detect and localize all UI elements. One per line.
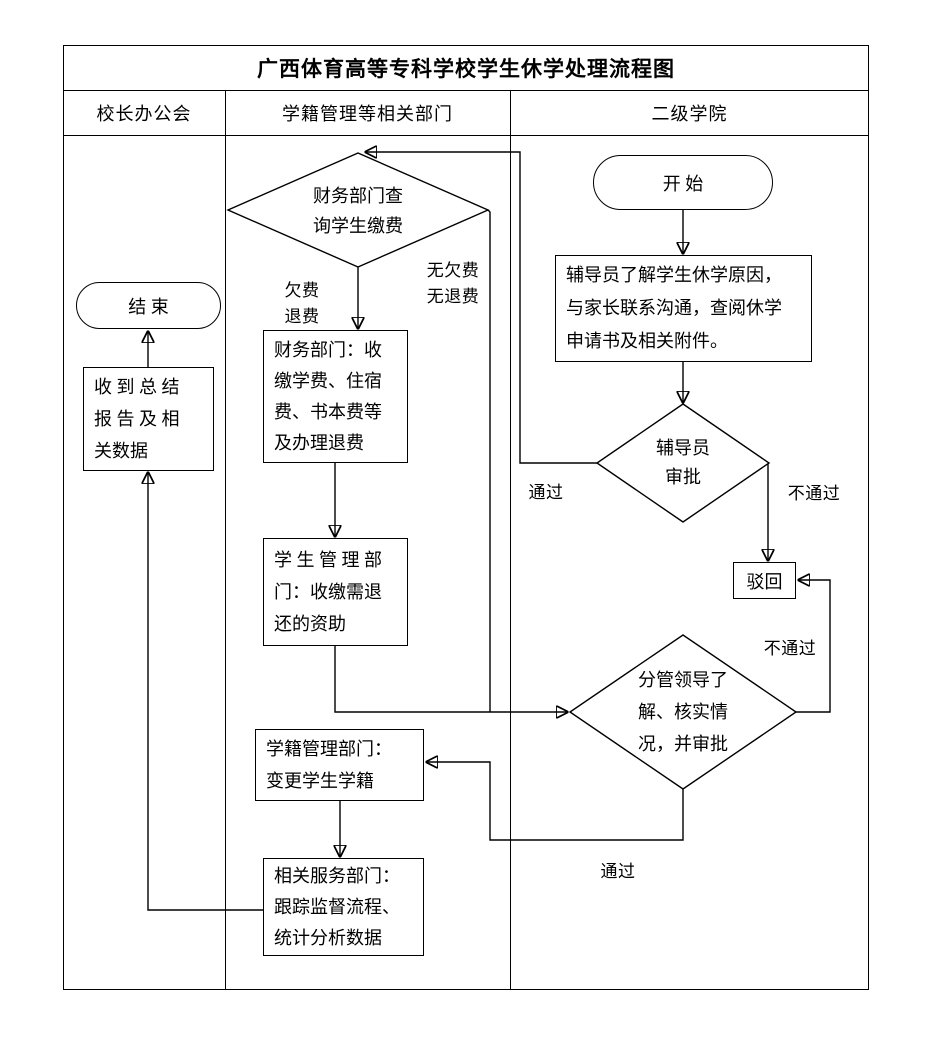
text-line: 退费 bbox=[284, 307, 320, 326]
edge-label-counselor-pass: 通过 bbox=[528, 483, 564, 502]
reject-label: 驳回 bbox=[746, 571, 783, 592]
edge-label-owe-fee: 欠费 退费 bbox=[272, 278, 332, 330]
diagram-outer-border bbox=[63, 45, 869, 990]
lane-header-president-office: 校长办公会 bbox=[96, 103, 192, 124]
end-label: 结 束 bbox=[128, 296, 169, 317]
edge-no-owe-fee-merge bbox=[487, 209, 491, 712]
edge-leader-fail-to-reject bbox=[796, 580, 831, 713]
finance-collect-step: 财务部门：收 缴学费、住宿 费、书本费等 及办理退费 bbox=[263, 330, 408, 463]
lane-header-secondary-college: 二级学院 bbox=[651, 103, 728, 124]
lane-divider-right bbox=[510, 90, 511, 990]
text-line: 跟踪监督流程、 bbox=[274, 896, 400, 917]
text-line: 缴学费、住宿 bbox=[274, 370, 382, 391]
edge-service-track-to-summary-report bbox=[148, 472, 263, 911]
summary-report-step: 收 到 总 结 报 告 及 相 关数据 bbox=[83, 367, 214, 471]
text-line: 变更学生学籍 bbox=[266, 771, 374, 791]
text-line: 还的资助 bbox=[274, 614, 346, 634]
end-terminator: 结 束 bbox=[76, 282, 221, 329]
page-title: 广西体育高等专科学校学生休学处理流程图 bbox=[257, 56, 675, 81]
text-line: 无退费 bbox=[426, 287, 480, 306]
start-terminator: 开 始 bbox=[593, 155, 773, 210]
text-line: 门：收缴需退 bbox=[274, 582, 382, 602]
student-aid-collect-step: 学 生 管 理 部 门：收缴需退 还的资助 bbox=[263, 538, 408, 646]
text-line: 报 告 及 相 bbox=[94, 409, 180, 429]
text-line: 及办理退费 bbox=[274, 432, 364, 453]
text-line: 欠费 bbox=[284, 281, 320, 300]
edge-label-leader-fail: 不通过 bbox=[763, 639, 817, 658]
text-line: 申请书及相关附件。 bbox=[566, 331, 728, 351]
text-line: 无欠费 bbox=[426, 261, 480, 280]
text-line: 统计分析数据 bbox=[274, 927, 382, 948]
reject-step: 驳回 bbox=[733, 562, 796, 599]
edge-counselor-pass-to-finance-check bbox=[365, 152, 597, 464]
text-line: 学 生 管 理 部 bbox=[274, 550, 382, 570]
text-line: 收 到 总 结 bbox=[94, 377, 180, 397]
lane-divider-left bbox=[225, 90, 226, 990]
counselor-review-step: 辅导员了解学生休学原因， 与家长联系沟通，查阅休学 申请书及相关附件。 bbox=[555, 255, 812, 362]
edge-leader-pass-to-registry-change bbox=[426, 762, 684, 841]
service-track-step: 相关服务部门： 跟踪监督流程、 统计分析数据 bbox=[263, 858, 424, 956]
text-line: 学籍管理部门： bbox=[266, 739, 392, 759]
text-line: 与家长联系沟通，查阅休学 bbox=[566, 298, 782, 318]
text-line: 辅导员了解学生休学原因， bbox=[566, 265, 782, 285]
text-line: 相关服务部门： bbox=[274, 865, 400, 886]
text-line: 费、书本费等 bbox=[274, 401, 382, 422]
counselor-approval-diamond bbox=[595, 403, 771, 523]
header-separator-line bbox=[63, 135, 869, 136]
start-label: 开 始 bbox=[662, 173, 704, 194]
lane-header-registry-departments: 学籍管理等相关部门 bbox=[282, 103, 453, 124]
edge-label-leader-pass: 通过 bbox=[600, 862, 636, 881]
registry-change-step: 学籍管理部门： 变更学生学籍 bbox=[255, 729, 424, 801]
text-line: 关数据 bbox=[94, 441, 148, 461]
edge-label-no-owe-fee: 无欠费 无退费 bbox=[422, 258, 484, 310]
title-separator-line bbox=[63, 90, 869, 91]
edge-label-counselor-fail: 不通过 bbox=[787, 484, 841, 503]
text-line: 财务部门：收 bbox=[274, 339, 382, 360]
